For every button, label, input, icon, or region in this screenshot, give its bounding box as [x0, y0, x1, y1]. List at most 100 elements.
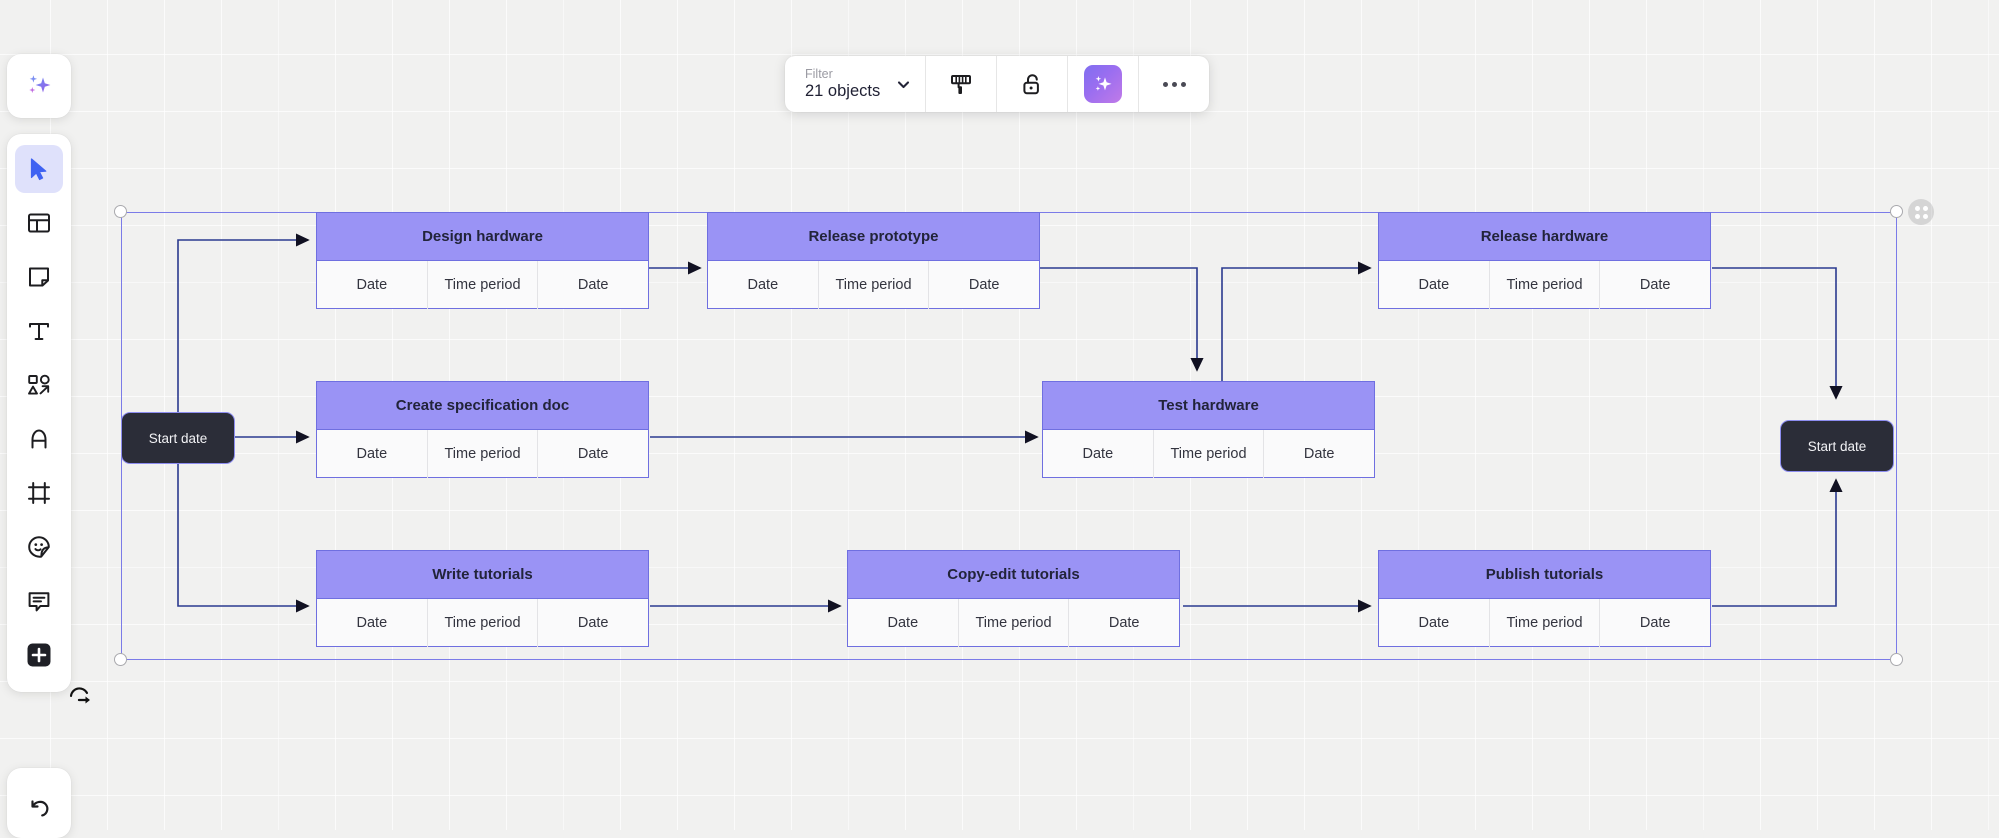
- tool-more-apps[interactable]: [15, 631, 63, 679]
- card-cell-time-period[interactable]: Time period: [1154, 430, 1265, 478]
- ai-assistant-button[interactable]: [15, 62, 63, 110]
- node-label: Start date: [149, 431, 208, 446]
- card-design-hardware[interactable]: Design hardware Date Time period Date: [316, 212, 649, 309]
- chevron-down-icon: [896, 77, 911, 92]
- template-icon: [26, 210, 52, 236]
- ai-assistant-card[interactable]: [7, 54, 71, 118]
- card-body: Date Time period Date: [317, 261, 648, 309]
- unlock-icon: [1019, 71, 1045, 97]
- lock-button[interactable]: [997, 56, 1067, 112]
- card-title: Test hardware: [1043, 382, 1374, 430]
- tool-comment[interactable]: [15, 577, 63, 625]
- card-cell-date-start[interactable]: Date: [317, 599, 428, 647]
- cursor-icon: [26, 156, 52, 182]
- card-write-tutorials[interactable]: Write tutorials Date Time period Date: [316, 550, 649, 647]
- card-cell-date-start[interactable]: Date: [1379, 599, 1490, 647]
- card-release-prototype[interactable]: Release prototype Date Time period Date: [707, 212, 1040, 309]
- filter-value: 21 objects: [805, 82, 880, 101]
- ai-button[interactable]: [1068, 56, 1138, 112]
- selection-handle-bottom-right[interactable]: [1890, 653, 1903, 666]
- card-cell-date-end[interactable]: Date: [929, 261, 1039, 309]
- ai-button-surface: [1084, 65, 1122, 103]
- selection-handle-bottom-left[interactable]: [114, 653, 127, 666]
- filter-label: Filter: [805, 67, 880, 81]
- card-body: Date Time period Date: [317, 599, 648, 647]
- tool-sticky-note[interactable]: [15, 253, 63, 301]
- card-cell-date-end[interactable]: Date: [538, 599, 648, 647]
- selection-handle-top-right[interactable]: [1890, 205, 1903, 218]
- history-panel[interactable]: [7, 768, 71, 838]
- ellipsis-dot: [1172, 82, 1177, 87]
- sparkles-icon: [24, 71, 54, 101]
- card-cell-time-period[interactable]: Time period: [428, 599, 539, 647]
- card-cell-date-end[interactable]: Date: [1264, 430, 1374, 478]
- frame-icon: [26, 480, 52, 506]
- card-title: Design hardware: [317, 213, 648, 261]
- filter-dropdown[interactable]: Filter 21 objects: [785, 56, 925, 112]
- card-title: Copy-edit tutorials: [848, 551, 1179, 599]
- card-cell-date-end[interactable]: Date: [538, 261, 648, 309]
- card-cell-date-start[interactable]: Date: [848, 599, 959, 647]
- sticker-icon: [26, 534, 52, 560]
- card-cell-date-end[interactable]: Date: [538, 430, 648, 478]
- tool-sticker[interactable]: [15, 523, 63, 571]
- more-options-button[interactable]: [1139, 56, 1209, 112]
- ellipsis-icon: [1163, 82, 1186, 87]
- card-cell-time-period[interactable]: Time period: [959, 599, 1070, 647]
- card-body: Date Time period Date: [317, 430, 648, 478]
- card-cell-date-start[interactable]: Date: [1043, 430, 1154, 478]
- card-title: Publish tutorials: [1379, 551, 1710, 599]
- card-publish-tutorials[interactable]: Publish tutorials Date Time period Date: [1378, 550, 1711, 647]
- tool-shapes[interactable]: [15, 361, 63, 409]
- card-body: Date Time period Date: [1379, 261, 1710, 309]
- grip-dot: [1923, 206, 1928, 211]
- card-cell-date-start[interactable]: Date: [317, 261, 428, 309]
- card-cell-time-period[interactable]: Time period: [819, 261, 930, 309]
- tool-template[interactable]: [15, 199, 63, 247]
- paintbrush-icon: [948, 71, 974, 97]
- style-button[interactable]: [926, 56, 996, 112]
- plus-icon: [25, 641, 53, 669]
- card-cell-time-period[interactable]: Time period: [428, 430, 539, 478]
- tools-panel[interactable]: [7, 134, 71, 692]
- grip-dot: [1915, 206, 1920, 211]
- selection-handle-top-left[interactable]: [114, 205, 127, 218]
- node-start-date-right[interactable]: Start date: [1780, 420, 1894, 472]
- card-create-specification-doc[interactable]: Create specification doc Date Time perio…: [316, 381, 649, 478]
- card-cell-date-end[interactable]: Date: [1069, 599, 1179, 647]
- comment-icon: [26, 588, 52, 614]
- undo-button[interactable]: [15, 783, 63, 831]
- grip-dot: [1915, 214, 1920, 219]
- tool-frame[interactable]: [15, 469, 63, 517]
- card-cell-date-end[interactable]: Date: [1600, 261, 1710, 309]
- card-cell-time-period[interactable]: Time period: [1490, 261, 1601, 309]
- card-copy-edit-tutorials[interactable]: Copy-edit tutorials Date Time period Dat…: [847, 550, 1180, 647]
- card-body: Date Time period Date: [1379, 599, 1710, 647]
- card-cell-date-end[interactable]: Date: [1600, 599, 1710, 647]
- card-cell-date-start[interactable]: Date: [317, 430, 428, 478]
- card-title: Write tutorials: [317, 551, 648, 599]
- card-cell-time-period[interactable]: Time period: [1490, 599, 1601, 647]
- card-title: Release hardware: [1379, 213, 1710, 261]
- tool-text[interactable]: [15, 307, 63, 355]
- pen-icon: [26, 426, 52, 452]
- card-cell-date-start[interactable]: Date: [1379, 261, 1490, 309]
- card-cell-time-period[interactable]: Time period: [428, 261, 539, 309]
- card-cell-date-start[interactable]: Date: [708, 261, 819, 309]
- tool-select[interactable]: [15, 145, 63, 193]
- context-toolbar[interactable]: Filter 21 objects: [785, 56, 1209, 112]
- card-test-hardware[interactable]: Test hardware Date Time period Date: [1042, 381, 1375, 478]
- tool-pen[interactable]: [15, 415, 63, 463]
- selection-drag-grip[interactable]: [1908, 199, 1934, 225]
- card-body: Date Time period Date: [848, 599, 1179, 647]
- card-release-hardware[interactable]: Release hardware Date Time period Date: [1378, 212, 1711, 309]
- node-start-date-left[interactable]: Start date: [121, 412, 235, 464]
- card-body: Date Time period Date: [708, 261, 1039, 309]
- grip-dot: [1923, 214, 1928, 219]
- card-title: Release prototype: [708, 213, 1039, 261]
- sparkles-icon: [1091, 72, 1115, 96]
- text-icon: [26, 318, 52, 344]
- rotate-cursor: [66, 680, 94, 713]
- card-title: Create specification doc: [317, 382, 648, 430]
